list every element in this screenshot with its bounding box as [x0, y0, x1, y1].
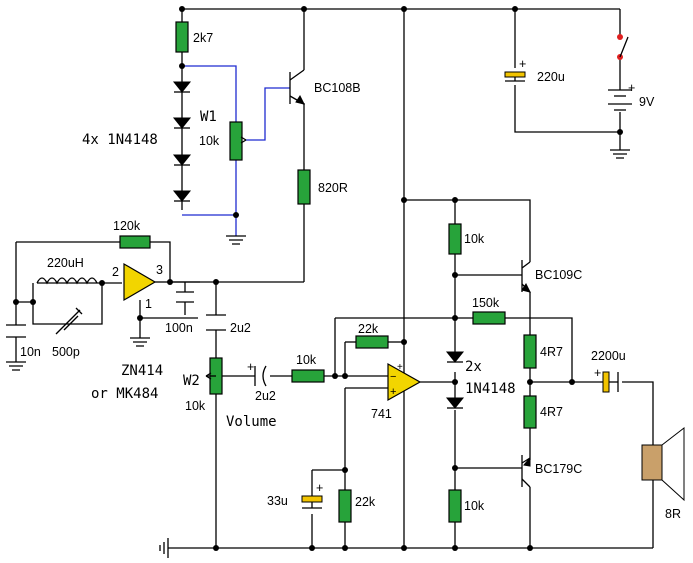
labels: 2k7 BC108B W1 4x 1N4148 10k 820R 220u + …: [20, 31, 681, 521]
label-33u-plus: +: [316, 481, 323, 495]
capacitor-33u: [301, 495, 323, 503]
label-2x: 2x: [465, 359, 482, 375]
wires: [15, 8, 654, 549]
resistor-4r7-a: [523, 334, 537, 369]
capacitor-10n: [6, 324, 26, 338]
label-zn414: ZN414: [121, 363, 163, 379]
label-820r: 820R: [318, 181, 348, 195]
label-w1-value: 10k: [199, 134, 220, 148]
label-500p: 500p: [52, 345, 80, 359]
label-220u: 220u: [537, 70, 565, 84]
label-4x-1n4148: 4x 1N4148: [82, 132, 158, 148]
label-220u-plus: +: [519, 57, 526, 71]
power-switch: [617, 34, 629, 60]
capacitor-220u: [504, 71, 526, 78]
label-2200u-plus: +: [594, 366, 601, 380]
label-bc109c: BC109C: [535, 268, 582, 282]
resistor-120k: [119, 235, 151, 249]
label-220uh: 220uH: [47, 256, 84, 270]
label-mk484: or MK484: [91, 386, 158, 402]
label-2u2-b: 2u2: [255, 389, 276, 403]
capacitors: [6, 71, 619, 509]
label-bc179c: BC179C: [535, 462, 582, 476]
resistor-2k7: [175, 21, 189, 53]
pot-w1-wiper: [240, 136, 247, 144]
label-w2: W2: [183, 373, 200, 389]
label-pin3: 3: [156, 263, 163, 277]
diodes: [172, 81, 465, 409]
capacitor-2u2-a: [206, 314, 226, 331]
label-120k: 120k: [113, 219, 141, 233]
opamp-zn414: [123, 262, 157, 302]
label-100n: 100n: [165, 321, 193, 335]
label-pin1: 1: [145, 297, 152, 311]
trimmer-500p: [55, 307, 83, 335]
label-4r7-a: 4R7: [540, 345, 563, 359]
opamp-741: [387, 362, 422, 402]
label-741-vplus: +: [397, 362, 403, 373]
resistor-150k: [472, 311, 506, 325]
label-741-plus: +: [390, 386, 396, 398]
label-2u2-b-plus: +: [247, 360, 254, 374]
resistor-22k-gnd: [338, 489, 352, 523]
label-22k-gnd: 22k: [355, 495, 376, 509]
label-741: 741: [371, 407, 392, 421]
transistors: [289, 69, 531, 488]
label-10n: 10n: [20, 345, 41, 359]
label-22k-fb: 22k: [358, 322, 379, 336]
label-battery-plus: +: [628, 81, 635, 95]
label-33u: 33u: [267, 494, 288, 508]
battery-9v: [608, 89, 632, 111]
resistor-10k-top: [448, 223, 462, 255]
label-8r: 8R: [665, 507, 681, 521]
label-9v: 9V: [639, 95, 655, 109]
junction-dots: [13, 6, 623, 551]
label-10k-bot: 10k: [464, 499, 485, 513]
label-150k: 150k: [472, 296, 500, 310]
label-volume: Volume: [226, 414, 277, 430]
label-741-minus: −: [390, 371, 396, 383]
label-pin2: 2: [112, 265, 119, 279]
capacitor-2200u: [602, 371, 610, 393]
resistor-820r: [297, 169, 311, 205]
label-w1: W1: [200, 109, 217, 125]
label-2u2-a: 2u2: [230, 321, 251, 335]
label-2x-1n4148: 1N4148: [465, 381, 516, 397]
capacitor-100n: [176, 291, 194, 303]
resistor-4r7-b: [523, 395, 537, 429]
label-4r7-b: 4R7: [540, 405, 563, 419]
label-2k7: 2k7: [193, 31, 213, 45]
resistor-10k-bot: [448, 489, 462, 523]
resistors: [119, 21, 537, 523]
inductor-220uh: [36, 277, 98, 285]
ground-symbols: [6, 149, 630, 558]
blue-wires: [182, 65, 290, 236]
label-10k-in: 10k: [296, 353, 317, 367]
label-bc108b: BC108B: [314, 81, 361, 95]
label-2200u: 2200u: [591, 349, 626, 363]
potentiometer-w1: [229, 121, 243, 161]
pot-w2-wiper: [205, 372, 212, 380]
resistor-22k-fb: [355, 335, 389, 349]
label-w2-value: 10k: [185, 399, 206, 413]
label-10k-top: 10k: [464, 232, 485, 246]
speaker-8r: [641, 410, 685, 502]
resistor-10k-in: [291, 369, 325, 383]
